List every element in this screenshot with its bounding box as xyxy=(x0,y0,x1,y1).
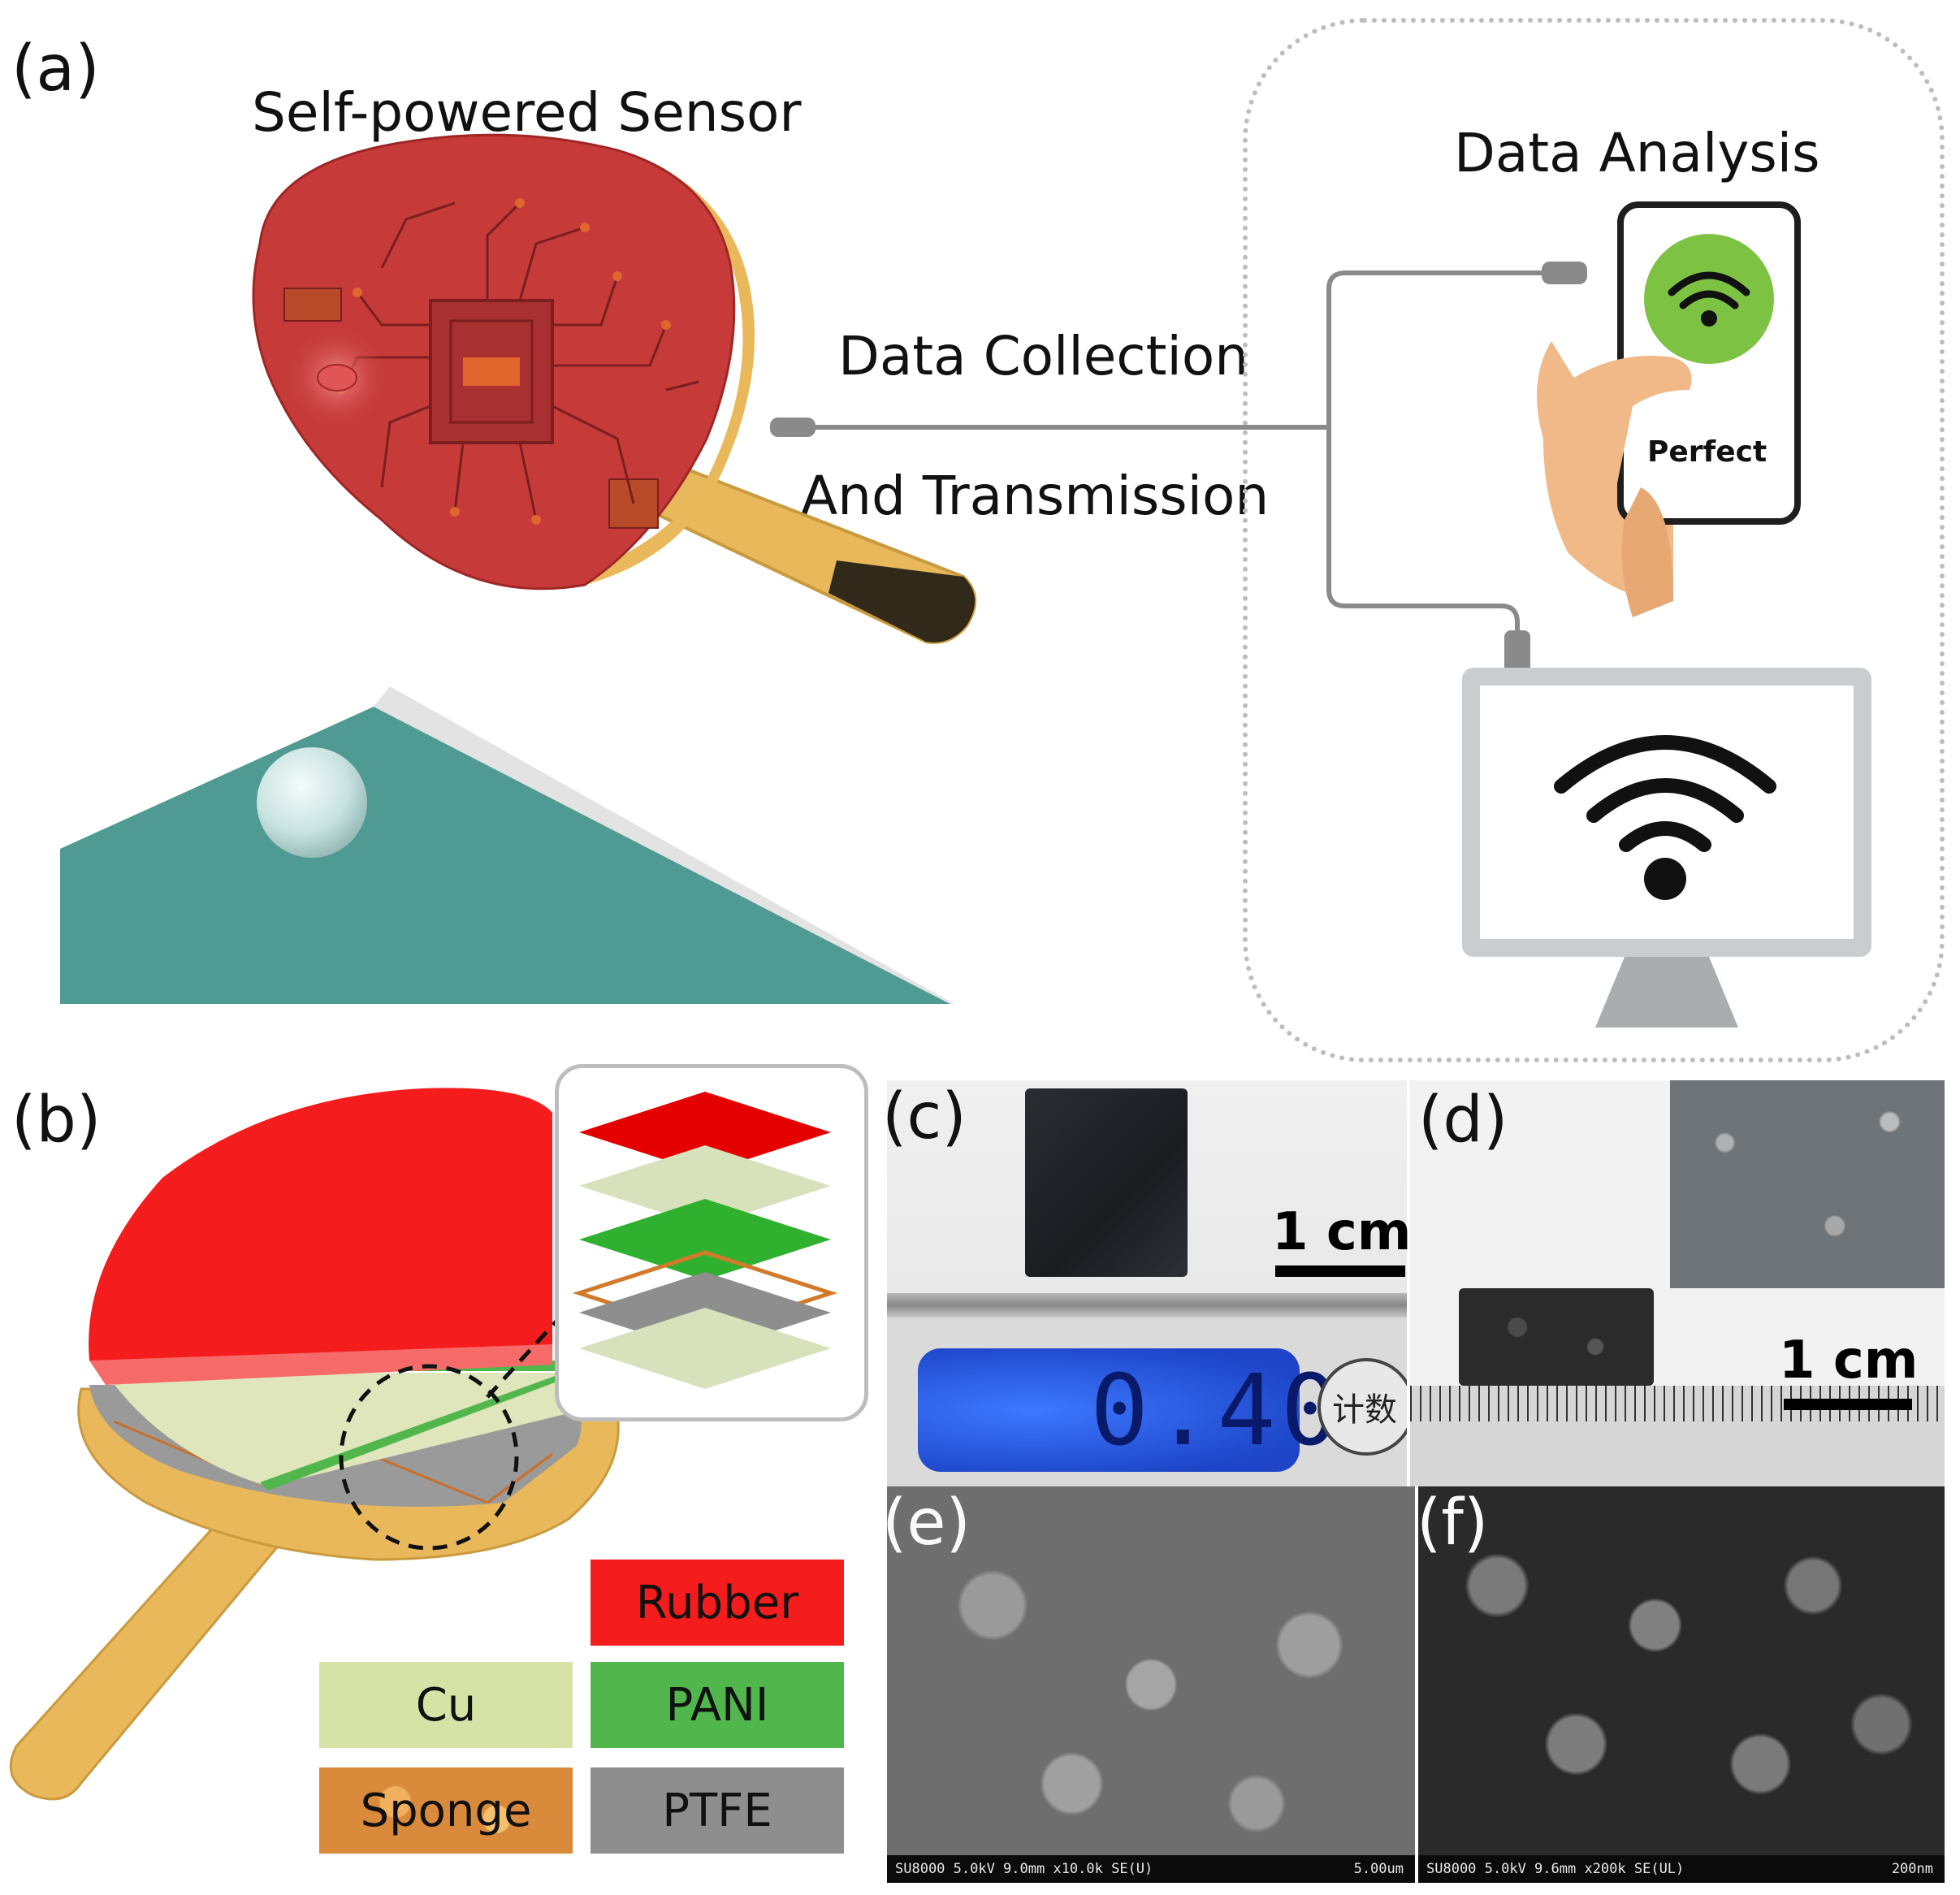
scalebar-label-c: 1 cm xyxy=(1272,1202,1412,1262)
panel-a-illustration xyxy=(60,133,1871,1028)
sensor-title: Self-powered Sensor xyxy=(252,81,802,144)
scalebar-label-d: 1 cm xyxy=(1779,1330,1919,1391)
panel-letter-f: (f) xyxy=(1417,1486,1489,1560)
collection-label-1: Data Collection xyxy=(838,325,1249,387)
sem-image-e: SU8000 5.0kV 9.0mm x10.0k SE(U) 5.00um xyxy=(887,1486,1415,1883)
sponge-sample xyxy=(1459,1288,1654,1386)
sem-footer-f: SU8000 5.0kV 9.6mm x200k SE(UL) 200nm xyxy=(1418,1855,1945,1883)
phone-status-text: Perfect xyxy=(1647,435,1767,469)
phone-wifi-icon xyxy=(1668,271,1750,309)
legend-rubber: Rubber xyxy=(591,1560,844,1646)
scale-display xyxy=(918,1348,1300,1472)
paddle-handle-b xyxy=(9,1501,303,1801)
zoom-circle xyxy=(339,1364,519,1551)
panel-letter-a: (a) xyxy=(11,32,100,106)
photo-c: 0.40 计数 xyxy=(887,1080,1407,1486)
scalebar-d xyxy=(1784,1399,1912,1410)
panel-letter-d: (d) xyxy=(1418,1084,1508,1157)
legend-cu: Cu xyxy=(319,1662,573,1748)
phone-wifi-circle xyxy=(1644,234,1774,364)
panel-letter-c: (c) xyxy=(882,1080,967,1153)
ball-icon xyxy=(257,747,367,858)
count-button: 计数 xyxy=(1317,1358,1407,1456)
micro-inset xyxy=(1670,1080,1945,1288)
panel-letter-b: (b) xyxy=(11,1084,102,1157)
layer-rubber xyxy=(579,1092,831,1173)
rubber-layer xyxy=(89,1088,552,1370)
photo-d xyxy=(1410,1080,1945,1486)
layer-cu-bottom xyxy=(579,1308,831,1389)
collection-label-2: And Transmission xyxy=(801,465,1270,527)
layer-pani xyxy=(579,1199,831,1280)
sem-footer-e: SU8000 5.0kV 9.0mm x10.0k SE(U) 5.00um xyxy=(887,1855,1415,1883)
legend-ptfe: PTFE xyxy=(591,1767,844,1854)
monitor-stand xyxy=(1595,957,1738,1028)
scale-reading: 0.40 xyxy=(1090,1355,1344,1468)
layer-cu-top xyxy=(579,1145,831,1227)
legend-sponge: Sponge xyxy=(319,1767,573,1854)
table-edge xyxy=(374,686,954,1004)
monitor-connector xyxy=(1504,630,1530,677)
scalebar-c xyxy=(1275,1265,1405,1277)
layered-paddle-illustration xyxy=(9,1088,620,1801)
panel-letter-e: (e) xyxy=(882,1486,971,1560)
analysis-region xyxy=(1243,18,1945,1062)
sem-image-f: SU8000 5.0kV 9.6mm x200k SE(UL) 200nm xyxy=(1418,1486,1945,1883)
sample-block xyxy=(1025,1088,1188,1277)
phone-connector xyxy=(1542,262,1587,284)
legend-pani: PANI xyxy=(591,1662,844,1748)
data-wire xyxy=(816,270,1551,634)
analysis-title: Data Analysis xyxy=(1454,122,1820,184)
exploded-layers xyxy=(572,1092,838,1389)
paddle-connector xyxy=(770,418,816,437)
monitor-wifi-icon xyxy=(1554,735,1776,852)
